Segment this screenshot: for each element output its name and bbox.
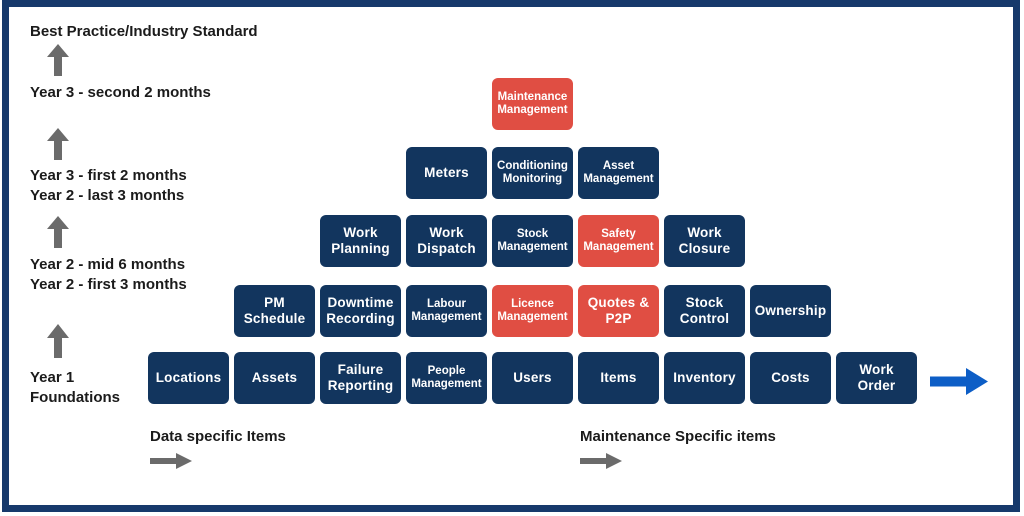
timeline-label-line: Year 2 - first 3 months: [30, 276, 187, 293]
pyramid-box-users: Users: [492, 352, 573, 404]
up-arrow-icon: [47, 128, 69, 160]
timeline-label-year3-first: Year 3 - first 2 months Year 2 - last 3 …: [30, 166, 187, 206]
up-arrow-icon: [47, 324, 69, 358]
pyramid-box-labour-management: Labour Management: [406, 285, 487, 337]
right-arrow-icon: [150, 453, 192, 469]
timeline-label-line: Year 3 - first 2 months: [30, 167, 187, 184]
footnote-maintenance-specific: Maintenance Specific items: [580, 428, 776, 445]
footnote-label: Data specific Items: [150, 428, 286, 445]
timeline-label-year3-second: Year 3 - second 2 months: [30, 83, 211, 103]
timeline-label-line: Year 2 - last 3 months: [30, 187, 185, 204]
pyramid-box-maintenance-management: Maintenance Management: [492, 78, 573, 130]
pyramid-box-quotes-p2p: Quotes & P2P: [578, 285, 659, 337]
pyramid-box-work-planning: Work Planning: [320, 215, 401, 267]
pyramid-box-downtime-recording: Downtime Recording: [320, 285, 401, 337]
pyramid-box-stock-management: Stock Management: [492, 215, 573, 267]
timeline-label-line: Year 1: [30, 369, 75, 386]
timeline-label-year1: Year 1 Foundations: [30, 368, 120, 408]
timeline-label-line: Foundations: [30, 389, 120, 406]
timeline-label-line: Year 2 - mid 6 months: [30, 256, 186, 273]
pyramid-box-assets: Assets: [234, 352, 315, 404]
pyramid-box-items: Items: [578, 352, 659, 404]
pyramid-box-locations: Locations: [148, 352, 229, 404]
footnote-label: Maintenance Specific items: [580, 428, 776, 445]
pyramid-box-conditioning-monitoring: Conditioning Monitoring: [492, 147, 573, 199]
timeline-label-year2: Year 2 - mid 6 months Year 2 - first 3 m…: [30, 255, 187, 295]
footnote-data-specific: Data specific Items: [150, 428, 286, 445]
pyramid-box-stock-control: Stock Control: [664, 285, 745, 337]
pyramid-box-failure-reporting: Failure Reporting: [320, 352, 401, 404]
timeline-label-line: Year 3 - second 2 months: [30, 84, 211, 101]
pyramid-box-asset-management: Asset Management: [578, 147, 659, 199]
flow-right-arrow-icon: [930, 368, 988, 395]
pyramid-box-inventory: Inventory: [664, 352, 745, 404]
pyramid-box-pm-schedule: PM Schedule: [234, 285, 315, 337]
pyramid-box-people-management: People Management: [406, 352, 487, 404]
pyramid-box-work-closure: Work Closure: [664, 215, 745, 267]
pyramid-box-ownership: Ownership: [750, 285, 831, 337]
up-arrow-icon: [47, 216, 69, 248]
right-arrow-icon: [580, 453, 622, 469]
pyramid-box-work-dispatch: Work Dispatch: [406, 215, 487, 267]
pyramid-box-safety-management: Safety Management: [578, 215, 659, 267]
pyramid-box-work-order: Work Order: [836, 352, 917, 404]
pyramid-box-meters: Meters: [406, 147, 487, 199]
up-arrow-icon: [47, 44, 69, 76]
timeline-label-best-practice: Best Practice/Industry Standard: [30, 22, 258, 42]
pyramid-box-licence-management: Licence Management: [492, 285, 573, 337]
pyramid-box-costs: Costs: [750, 352, 831, 404]
timeline-label-line: Best Practice/Industry Standard: [30, 23, 258, 40]
